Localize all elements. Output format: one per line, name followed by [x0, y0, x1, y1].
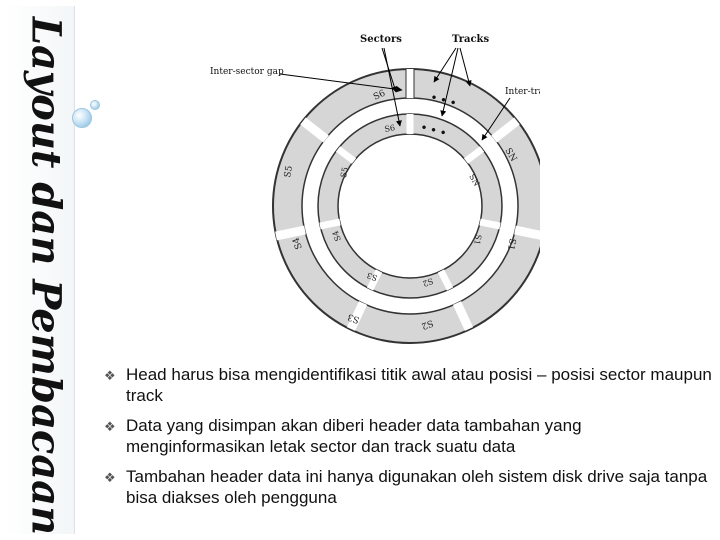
inner-sector-label: S3: [366, 271, 379, 283]
tracks-arrow: [440, 47, 459, 117]
bullet-icon: ❖: [104, 368, 116, 383]
tracks-arrow: [459, 47, 472, 87]
bullet-text: Data yang disimpan akan diberi header da…: [126, 416, 582, 456]
inner-sector-gaps: [319, 114, 501, 291]
outer-sector-label: S6: [372, 89, 387, 103]
inner-sector-label: S1: [472, 234, 483, 246]
sectors-label: Sectors: [360, 34, 402, 45]
bullet-item: ❖ Head harus bisa mengidentifikasi titik…: [104, 364, 716, 406]
outer-sector-label: S3: [346, 311, 361, 325]
outer-sector-label: S4: [291, 236, 305, 251]
bullet-icon: ❖: [104, 470, 116, 485]
title-panel: Layout dan Pembacaan: [6, 6, 75, 536]
outer-sector-gaps: [275, 69, 540, 331]
decorative-bubble-large: [72, 108, 92, 128]
inner-sector-label: S5: [339, 166, 350, 178]
decorative-bubble-small: [90, 100, 100, 110]
inter-sector-gap-label: Inter-sector gap: [210, 67, 284, 77]
inner-track-inner-edge: [337, 133, 483, 279]
outer-sector-label: S5: [283, 165, 295, 179]
disk-layout-diagram: S6 SN S1 S2 S3 S4 S5 S6 SN S1 S2 S3 S4 S…: [210, 34, 540, 344]
bullet-item: ❖ Tambahan header data ini hanya digunak…: [104, 466, 716, 508]
inner-sector-label: S2: [421, 276, 434, 288]
inter-sector-gap-arrow: [279, 73, 403, 93]
slide-title: Layout dan Pembacaan: [22, 16, 70, 536]
bullet-item: ❖ Data yang disimpan akan diberi header …: [104, 415, 716, 457]
sectors-arrow: [383, 47, 402, 127]
tracks-label: Tracks: [452, 34, 489, 45]
bullet-icon: ❖: [104, 419, 116, 434]
bullet-list: ❖ Head harus bisa mengidentifikasi titik…: [104, 364, 716, 517]
inter-track-gap-label: Inter-track gap: [505, 87, 540, 97]
inner-sector-label: S4: [331, 229, 343, 242]
outer-sector-label: S2: [420, 317, 435, 330]
outer-sector-label: S1: [505, 237, 517, 250]
bullet-text: Head harus bisa mengidentifikasi titik a…: [126, 365, 712, 405]
tracks-arrow: [433, 47, 457, 83]
bullet-text: Tambahan header data ini hanya digunakan…: [126, 467, 708, 507]
inter-track-gap-arrow: [481, 97, 511, 141]
inner-sector-label: S6: [384, 123, 396, 134]
